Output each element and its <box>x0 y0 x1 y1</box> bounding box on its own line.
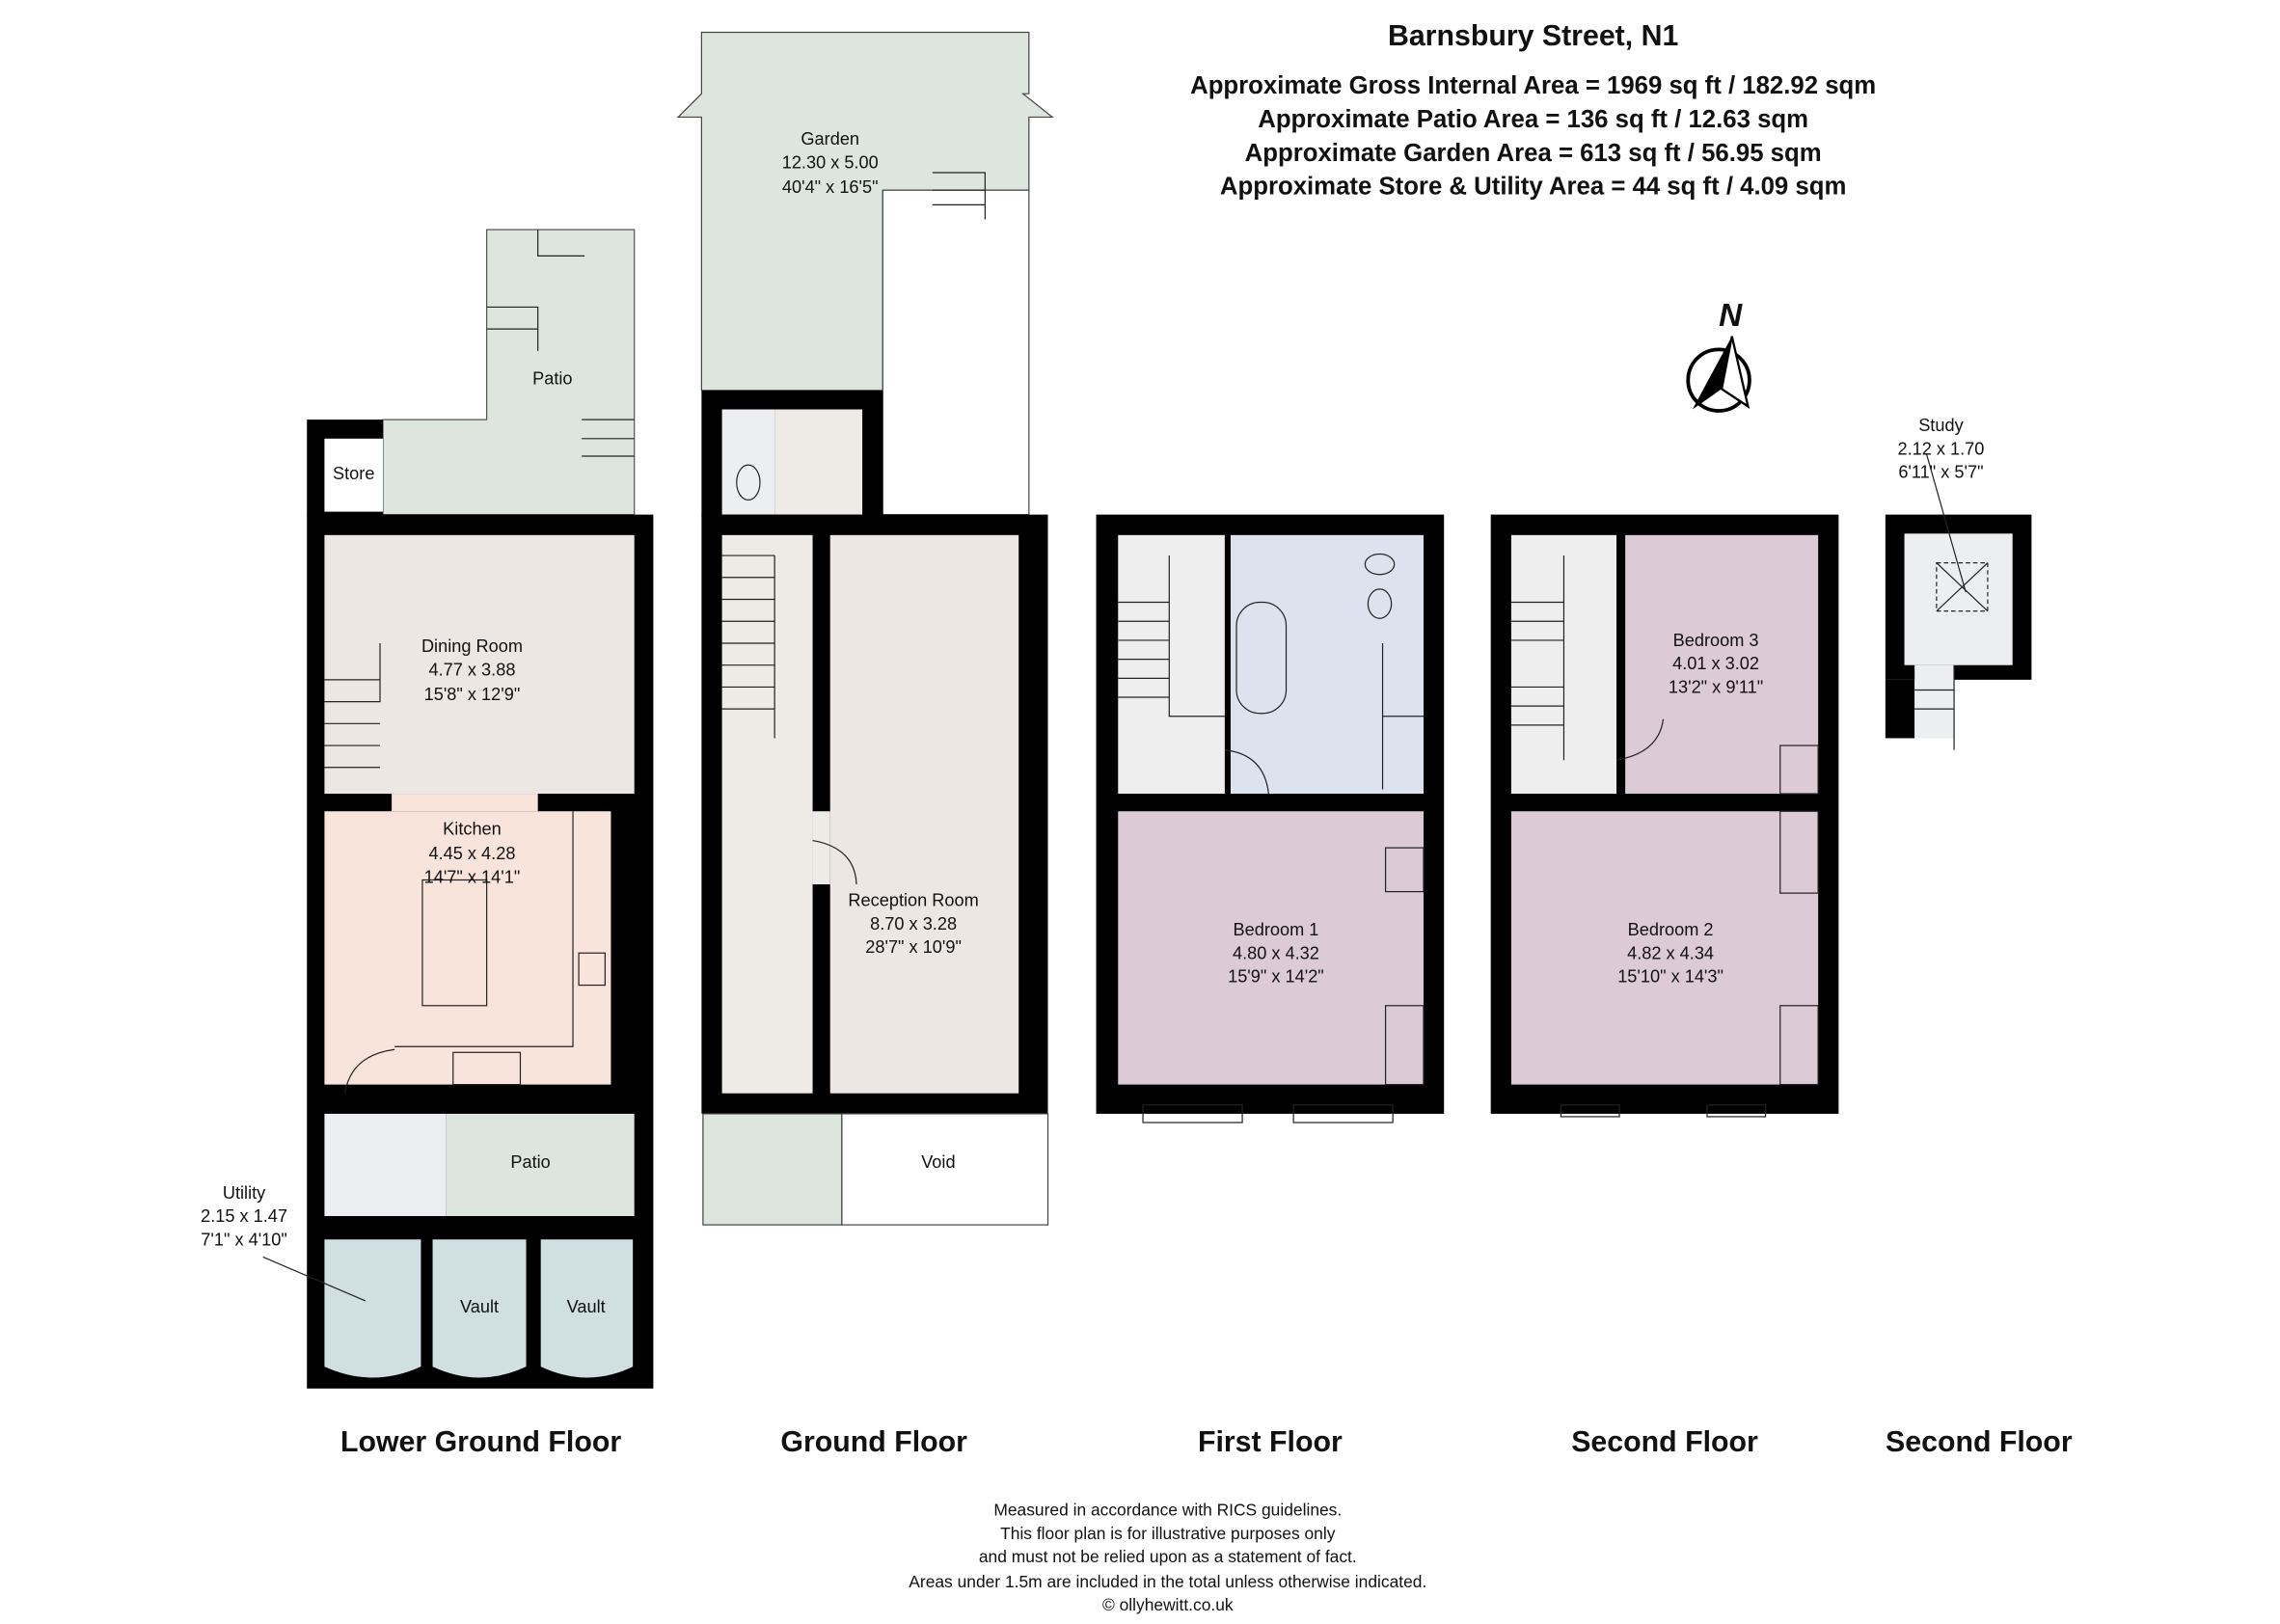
void <box>841 1113 1049 1226</box>
bedroom-3-imperial: 13'2" x 9'11" <box>1669 677 1763 696</box>
patio-upper-name: Patio <box>532 369 572 389</box>
floor-label-second-study: Second Floor <box>1886 1426 2073 1458</box>
kitchen <box>324 811 611 1085</box>
bedroom-2-name: Bedroom 2 <box>1628 920 1714 939</box>
disclaimer-line-3: and must not be relied upon as a stateme… <box>979 1547 1357 1566</box>
store-utility-area: Approximate Store & Utility Area = 44 sq… <box>1220 174 1846 201</box>
landing <box>1118 534 1225 795</box>
reception-room-imperial: 28'7" x 10'9" <box>865 937 962 957</box>
patio-lower-name: Patio <box>510 1152 550 1172</box>
patio-upper <box>382 229 636 516</box>
bathroom <box>1230 534 1424 795</box>
reception-room-metric: 8.70 x 3.28 <box>870 914 957 934</box>
bedroom-2-metric: 4.82 x 4.34 <box>1627 943 1714 962</box>
bedroom-3-name: Bedroom 3 <box>1673 631 1759 650</box>
bedroom-3 <box>1625 534 1819 795</box>
wc <box>721 409 775 515</box>
floor-label-first: First Floor <box>1198 1426 1343 1458</box>
bedroom-2-imperial: 15'10" x 14'3" <box>1617 967 1724 987</box>
garden-imperial: 40'4" x 16'5" <box>782 177 879 197</box>
kitchen-imperial: 14'7" x 14'1" <box>424 867 521 886</box>
dining-room-metric: 4.77 x 3.88 <box>429 660 516 679</box>
disclaimer-line-4: Areas under 1.5m are included in the tot… <box>909 1572 1426 1591</box>
utility-lobby <box>324 1113 447 1217</box>
north-label: N <box>1719 298 1743 334</box>
garden-metric: 12.30 x 5.00 <box>782 152 879 172</box>
plan-title: Barnsbury Street, N1 <box>1388 20 1678 52</box>
kitchen-name: Kitchen <box>443 819 502 838</box>
patio-lower <box>446 1113 635 1217</box>
dining-room-name: Dining Room <box>421 636 523 656</box>
store-name: Store <box>333 464 374 483</box>
garden-name: Garden <box>801 129 859 149</box>
bedroom-1-metric: 4.80 x 4.32 <box>1233 943 1319 962</box>
reception-room-name: Reception Room <box>848 891 978 910</box>
utility-name: Utility <box>223 1183 266 1203</box>
study <box>1904 533 2013 665</box>
study-imperial: 6'11" x 5'7" <box>1898 463 1983 482</box>
patio-area: Approximate Patio Area = 136 sq ft / 12.… <box>1258 106 1808 133</box>
reception-room <box>829 534 1019 1094</box>
bedroom-1-imperial: 15'9" x 14'2" <box>1228 967 1324 987</box>
hallway <box>721 534 813 1094</box>
garden-area: Approximate Garden Area = 613 sq ft / 56… <box>1245 140 1822 167</box>
kitchen-metric: 4.45 x 4.28 <box>429 844 516 863</box>
second-floor: Bedroom 3 4.01 x 3.02 13'2" x 9'11" Bedr… <box>1490 514 1839 1458</box>
vault-1 <box>432 1239 527 1378</box>
floor-label-lower-ground: Lower Ground Floor <box>340 1426 621 1458</box>
utility-imperial: 7'1" x 4'10" <box>201 1230 287 1249</box>
dining-room <box>324 534 635 795</box>
ground-floor: Garden 12.30 x 5.00 40'4" x 16'5" Recept… <box>676 31 1054 1458</box>
front-patio <box>702 1113 843 1226</box>
void-name: Void <box>921 1152 955 1172</box>
bedroom-1-name: Bedroom 1 <box>1233 920 1318 939</box>
disclaimer-line-2: This floor plan is for illustrative purp… <box>1000 1524 1336 1543</box>
bedroom-1 <box>1118 811 1424 1085</box>
north-arrow-icon: N <box>1686 298 1751 413</box>
utility-metric: 2.15 x 1.47 <box>201 1206 287 1226</box>
lower-ground-floor: Dining Room 4.77 x 3.88 15'8" x 12'9" Ki… <box>201 229 654 1458</box>
study-name: Study <box>1918 416 1964 435</box>
dining-room-imperial: 15'8" x 12'9" <box>424 685 521 704</box>
floor-label-ground: Ground Floor <box>780 1426 967 1458</box>
copyright: © ollyhewitt.co.uk <box>1102 1595 1234 1614</box>
vault-2 <box>540 1239 634 1378</box>
bedroom-3-metric: 4.01 x 3.02 <box>1672 654 1759 673</box>
vault-2-name: Vault <box>567 1297 606 1316</box>
gross-area: Approximate Gross Internal Area = 1969 s… <box>1190 72 1876 99</box>
study-metric: 2.12 x 1.70 <box>1897 439 1984 458</box>
store <box>324 438 384 512</box>
disclaimer-line-1: Measured in accordance with RICS guideli… <box>993 1501 1342 1520</box>
utility <box>324 1239 421 1378</box>
floor-label-second: Second Floor <box>1571 1426 1758 1458</box>
second-floor-study: Study 2.12 x 1.70 6'11" x 5'7" Second Fl… <box>1885 416 2073 1458</box>
first-floor: Bedroom 1 4.80 x 4.32 15'9" x 14'2" Firs… <box>1096 514 1445 1458</box>
vault-1-name: Vault <box>460 1297 499 1316</box>
bedroom-2 <box>1510 811 1819 1085</box>
